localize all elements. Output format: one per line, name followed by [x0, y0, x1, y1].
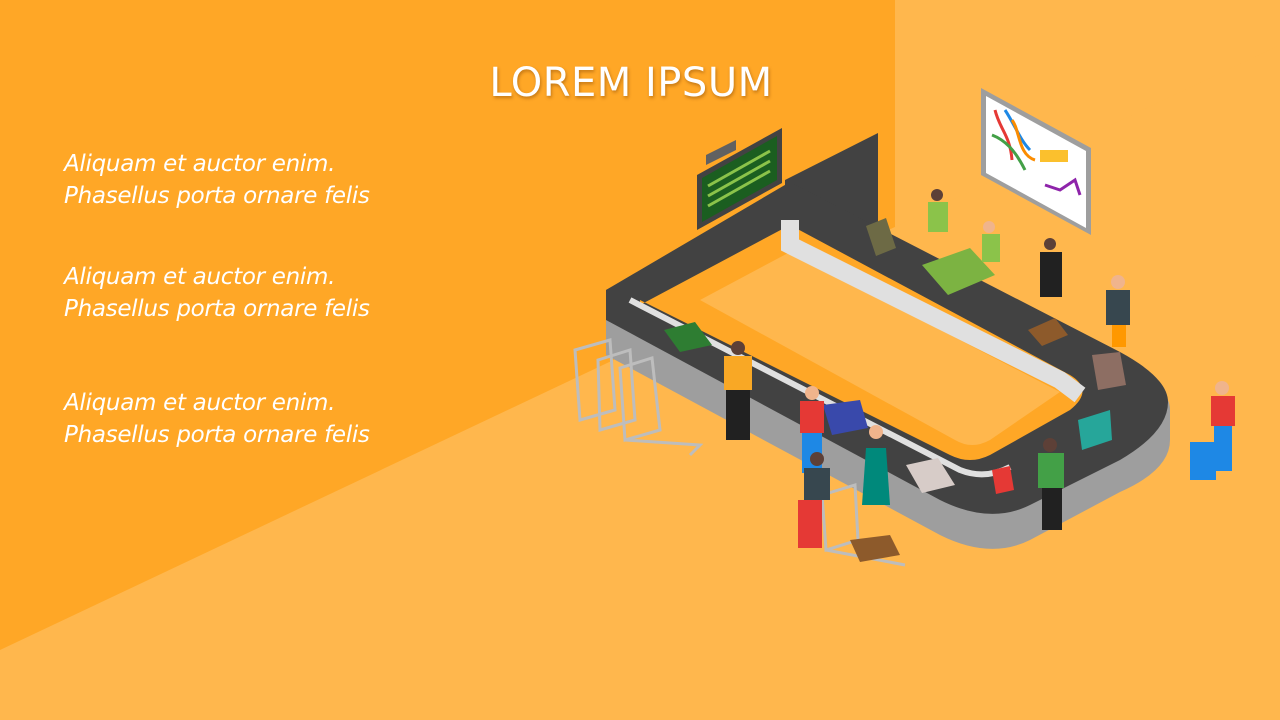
slide-title: LOREM IPSUM	[489, 60, 773, 106]
flight-board-icon	[697, 128, 782, 230]
text-paragraph-3: Aliquam et auctor enim. Phasellus porta …	[64, 387, 370, 451]
paragraph-line: Phasellus porta ornare felis	[64, 296, 370, 322]
paragraph-line: Aliquam et auctor enim.	[64, 390, 336, 416]
paragraph-line: Aliquam et auctor enim.	[64, 264, 336, 290]
metro-map-icon	[981, 88, 1091, 235]
suitcase-icon	[664, 218, 1126, 494]
text-paragraph-1: Aliquam et auctor enim. Phasellus porta …	[64, 148, 370, 212]
paragraph-line: Phasellus porta ornare felis	[64, 422, 370, 448]
paragraph-line: Phasellus porta ornare felis	[64, 183, 370, 209]
paragraph-line: Aliquam et auctor enim.	[64, 151, 336, 177]
text-paragraph-2: Aliquam et auctor enim. Phasellus porta …	[64, 261, 370, 325]
passenger-icon	[724, 189, 1235, 548]
